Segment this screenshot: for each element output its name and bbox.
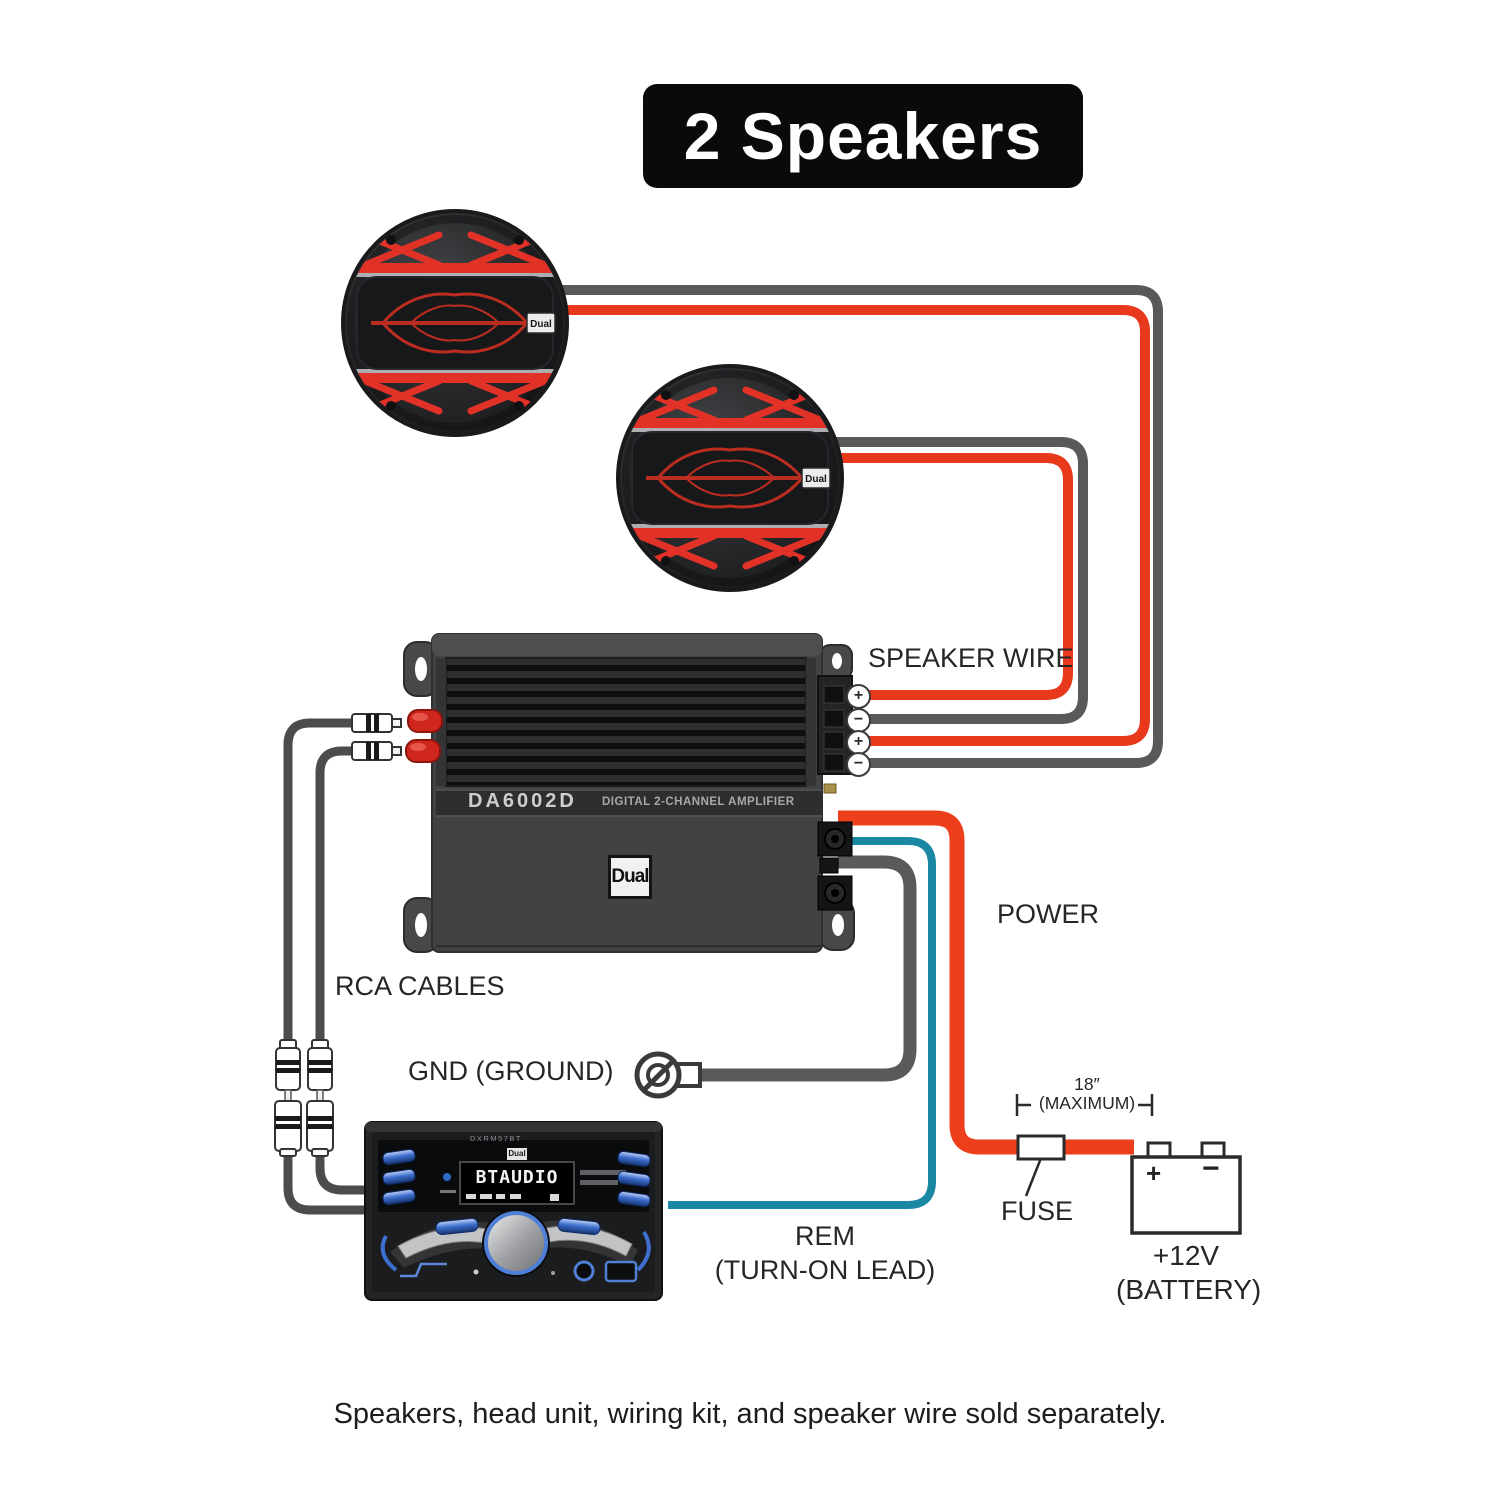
fuse bbox=[1016, 1134, 1066, 1161]
amp-rca-jacks bbox=[405, 709, 443, 763]
speaker-wire-label: SPEAKER WIRE bbox=[868, 643, 1074, 673]
blue-accent-right bbox=[636, 1230, 651, 1272]
blue-accent-left bbox=[380, 1235, 398, 1272]
rca-connector-pair-1 bbox=[274, 1039, 302, 1157]
bluetooth-icon bbox=[443, 1173, 451, 1181]
rca-cable-1-lower bbox=[283, 1153, 375, 1215]
eq-graphic bbox=[400, 1262, 447, 1278]
battery-body bbox=[1130, 1155, 1242, 1235]
fuse-leader-line bbox=[1024, 1157, 1043, 1197]
title-text: 2 Speakers bbox=[683, 99, 1043, 173]
speaker2-positive-wire bbox=[730, 453, 1073, 700]
max-length-label: 18″ bbox=[1074, 1074, 1100, 1094]
amp-label-band bbox=[436, 790, 822, 816]
head-unit-model-text: DXRM57BT bbox=[470, 1134, 523, 1143]
battery-name-label: (BATTERY) bbox=[1116, 1274, 1262, 1305]
ground-label: GND (GROUND) bbox=[408, 1056, 614, 1086]
measurement-ticks bbox=[1015, 1094, 1154, 1116]
amp-terminal-negative-1: − bbox=[846, 708, 871, 733]
amp-power-terminals bbox=[817, 821, 853, 911]
rca-cables-label: RCA CABLES bbox=[335, 971, 505, 1001]
head-unit-display-text: BTAUDIO bbox=[475, 1167, 559, 1188]
ground-wire bbox=[696, 855, 917, 1082]
max-sub-label: (MAXIMUM) bbox=[1038, 1093, 1136, 1113]
speaker-brand-badge bbox=[801, 467, 831, 489]
power-label: POWER bbox=[997, 899, 1100, 929]
amp-gain-screw bbox=[823, 783, 837, 794]
rca-cable-2-lower bbox=[315, 1153, 375, 1195]
rem-sub-label: (TURN-ON LEAD) bbox=[714, 1255, 936, 1285]
speaker2-negative-wire bbox=[730, 437, 1088, 724]
rca-cables bbox=[283, 718, 375, 1215]
rca-inline-connectors bbox=[274, 1039, 334, 1157]
amp-model-text: DA6002D bbox=[468, 790, 577, 812]
fuse-label: FUSE bbox=[1001, 1196, 1074, 1226]
rem-wire bbox=[668, 837, 936, 1209]
speaker-1: Dual bbox=[341, 209, 569, 437]
head-unit-brand-logo: Dual bbox=[507, 1148, 527, 1160]
head-unit-preset-buttons[interactable] bbox=[382, 1148, 651, 1208]
speaker-brand-badge bbox=[526, 312, 556, 334]
battery-voltage-label: +12V bbox=[1152, 1240, 1220, 1271]
usb-port[interactable] bbox=[604, 1260, 638, 1283]
rca-cable-2-upper bbox=[315, 746, 352, 1050]
rca-plug-2 bbox=[351, 741, 402, 761]
battery-minus-symbol: − bbox=[1202, 1152, 1220, 1185]
ground-lug bbox=[634, 1051, 702, 1099]
amplifier bbox=[403, 633, 855, 953]
caption: Speakers, head unit, wiring kit, and spe… bbox=[333, 1398, 1167, 1430]
battery-plus-symbol: + bbox=[1146, 1158, 1162, 1188]
rca-connector-pair-2 bbox=[306, 1039, 334, 1157]
aux-jack[interactable] bbox=[573, 1260, 595, 1282]
amp-terminal-negative-2: − bbox=[846, 752, 871, 777]
amp-heatsink bbox=[445, 657, 807, 787]
speaker-wires bbox=[455, 285, 1163, 768]
head-unit-button[interactable] bbox=[435, 1217, 479, 1236]
rem-label: REM bbox=[795, 1221, 855, 1251]
speaker1-positive-wire bbox=[455, 305, 1150, 746]
speaker1-negative-wire bbox=[455, 285, 1163, 768]
head-unit bbox=[364, 1121, 663, 1301]
battery bbox=[1130, 1141, 1242, 1235]
title-badge: 2 Speakers bbox=[643, 84, 1083, 188]
head-unit-button[interactable] bbox=[557, 1217, 601, 1236]
rca-cable-1-upper bbox=[283, 718, 352, 1050]
rca-plugs bbox=[351, 713, 402, 761]
speaker-brand-text: Dual bbox=[805, 474, 827, 485]
amp-type-text: DIGITAL 2-CHANNEL AMPLIFIER bbox=[602, 796, 795, 808]
power-wire bbox=[838, 810, 1134, 1155]
speaker-2: Dual bbox=[616, 364, 844, 592]
amp-brand-logo: Dual bbox=[608, 855, 652, 899]
rca-plug-1 bbox=[351, 713, 402, 733]
speaker-brand-text: Dual bbox=[530, 319, 552, 330]
amp-terminal-positive-1: + bbox=[846, 684, 871, 709]
